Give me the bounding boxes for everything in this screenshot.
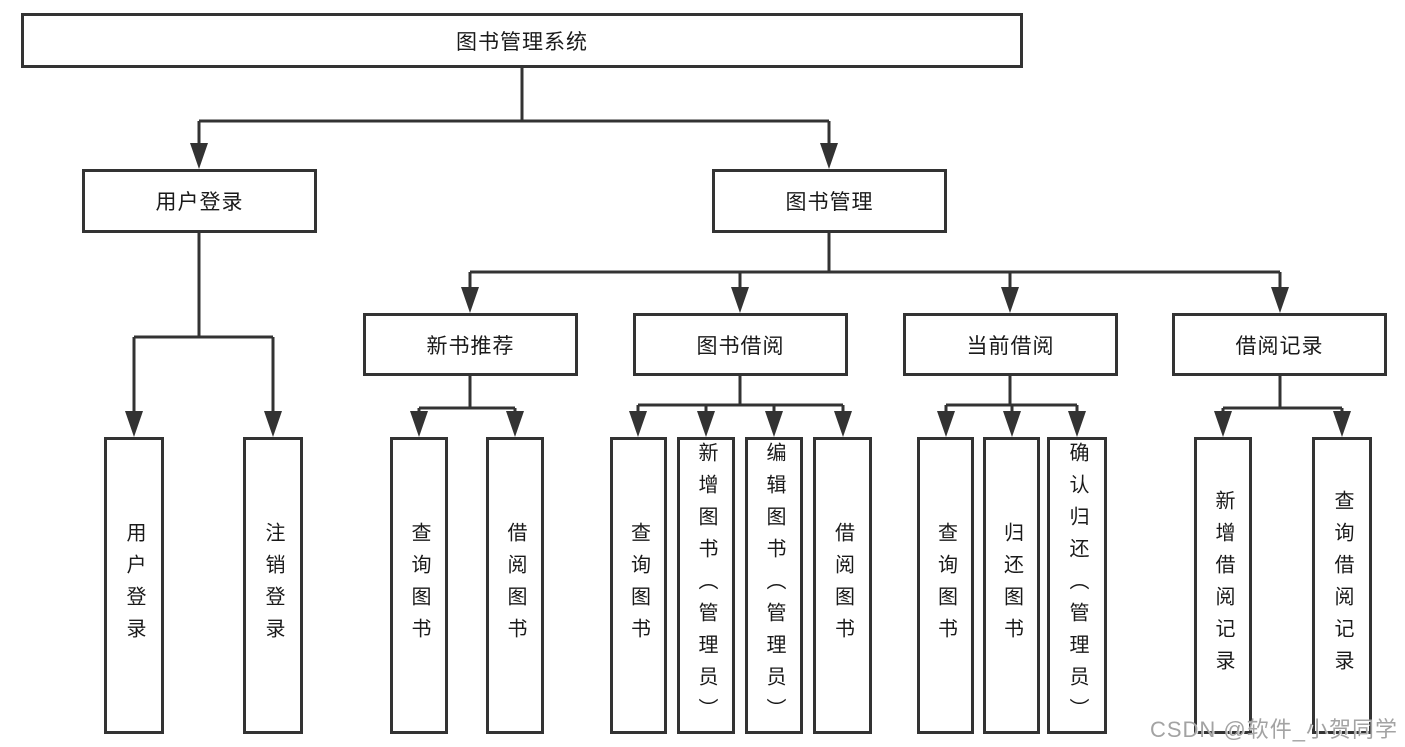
leaf-query-books-borrow: 查询图书 bbox=[610, 437, 667, 734]
leaf-borrow-books-borrow: 借阅图书 bbox=[813, 437, 872, 734]
node-book-borrow: 图书借阅 bbox=[633, 313, 848, 376]
leaf-add-borrow-record-label: 新增借阅记录 bbox=[1212, 489, 1234, 682]
node-new-book-recommend-label: 新书推荐 bbox=[426, 334, 515, 358]
connector-borrow-records-to-leaves bbox=[1221, 376, 1344, 416]
node-book-management: 图书管理 bbox=[712, 169, 947, 233]
leaf-add-books-admin: 新增图书（管理员） bbox=[677, 437, 735, 734]
node-current-borrow: 当前借阅 bbox=[903, 313, 1118, 376]
leaf-return-books: 归还图书 bbox=[983, 437, 1040, 734]
leaf-query-books-borrow-label: 查询图书 bbox=[627, 521, 650, 650]
leaf-user-login-label: 用户登录 bbox=[123, 521, 145, 650]
leaf-user-login: 用户登录 bbox=[104, 437, 164, 734]
leaf-return-books-label: 归还图书 bbox=[1000, 521, 1023, 650]
connector-user-login-to-leaves bbox=[132, 233, 275, 416]
leaf-borrow-books-recommend-label: 借阅图书 bbox=[504, 521, 526, 650]
arrowheads-current-borrow-leaves bbox=[937, 411, 1086, 437]
leaf-borrow-books-recommend: 借阅图书 bbox=[486, 437, 544, 734]
connector-current-borrow-to-leaves bbox=[944, 376, 1079, 416]
leaf-query-borrow-record-label: 查询借阅记录 bbox=[1331, 489, 1353, 682]
leaf-logout-login: 注销登录 bbox=[243, 437, 303, 734]
leaf-query-books-recommend: 查询图书 bbox=[390, 437, 448, 734]
leaf-edit-books-admin: 编辑图书（管理员） bbox=[745, 437, 803, 734]
node-book-management-label: 图书管理 bbox=[785, 191, 874, 214]
leaf-query-books-current: 查询图书 bbox=[917, 437, 974, 734]
leaf-add-borrow-record: 新增借阅记录 bbox=[1194, 437, 1252, 734]
node-new-book-recommend: 新书推荐 bbox=[363, 313, 578, 376]
node-current-borrow-label: 当前借阅 bbox=[966, 334, 1055, 358]
leaf-borrow-books-borrow-label: 借阅图书 bbox=[831, 521, 854, 650]
node-borrow-records: 借阅记录 bbox=[1172, 313, 1387, 376]
arrowheads-user-login-leaves bbox=[125, 411, 282, 437]
connector-root-to-branches bbox=[197, 68, 831, 148]
leaf-confirm-return-admin: 确认归还（管理员） bbox=[1047, 437, 1107, 734]
node-book-borrow-label: 图书借阅 bbox=[696, 334, 785, 358]
arrowheads-root-to-branches bbox=[190, 143, 838, 169]
connector-book-borrow-to-leaves bbox=[636, 376, 845, 416]
arrowheads-borrow-records-leaves bbox=[1214, 411, 1351, 437]
leaf-query-books-current-label: 查询图书 bbox=[934, 521, 957, 650]
connector-new-book-to-leaves bbox=[417, 376, 517, 416]
arrowheads-book-mgmt-sections bbox=[461, 287, 1289, 313]
leaf-logout-login-label: 注销登录 bbox=[262, 521, 284, 650]
leaf-query-borrow-record: 查询借阅记录 bbox=[1312, 437, 1372, 734]
csdn-watermark: CSDN @软件_小贺同学 bbox=[1149, 717, 1398, 742]
leaf-confirm-return-admin-label: 确认归还（管理员） bbox=[1066, 441, 1088, 730]
node-root-label: 图书管理系统 bbox=[456, 30, 588, 54]
arrowheads-book-borrow-leaves bbox=[629, 411, 852, 437]
node-borrow-records-label: 借阅记录 bbox=[1235, 334, 1324, 358]
leaf-edit-books-admin-label: 编辑图书（管理员） bbox=[763, 441, 785, 730]
node-user-login-label: 用户登录 bbox=[155, 191, 244, 214]
leaf-query-books-recommend-label: 查询图书 bbox=[408, 521, 430, 650]
connector-book-mgmt-to-sections bbox=[468, 233, 1282, 292]
arrowheads-new-book-leaves bbox=[410, 411, 524, 437]
node-user-login: 用户登录 bbox=[82, 169, 317, 233]
leaf-add-books-admin-label: 新增图书（管理员） bbox=[695, 441, 717, 730]
node-root: 图书管理系统 bbox=[21, 13, 1023, 68]
